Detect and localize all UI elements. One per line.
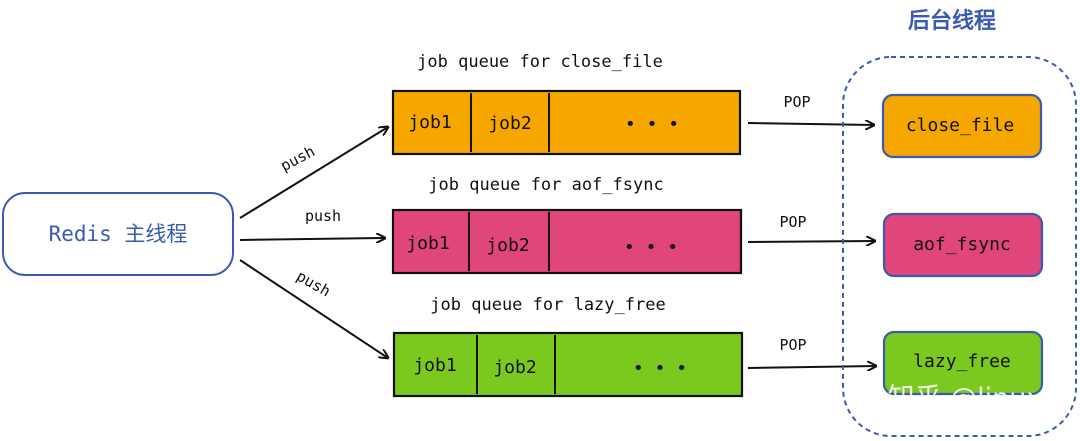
worker-lazy-free <box>882 330 1044 396</box>
worker-close-file <box>881 93 1043 159</box>
job-slot-2: job2 <box>488 113 531 134</box>
pop-label-2: POP <box>779 213 806 231</box>
queue-aof-fsync: job queue for aof_fsync job1 job2 • • • <box>391 175 743 275</box>
pop-label-1: POP <box>783 93 810 111</box>
queue-bar <box>391 208 743 275</box>
more-jobs-ellipsis: • • • <box>624 237 678 258</box>
zhihu-watermark: 知乎 @linux <box>888 383 1043 414</box>
queue-bar <box>392 331 744 398</box>
main-thread-label: Redis 主线程 <box>49 222 188 246</box>
job-slot-1: job1 <box>408 112 451 133</box>
background-thread-boundary <box>842 56 1077 437</box>
queue-bar <box>391 89 742 156</box>
pop-arrows: POP POP POP <box>747 93 876 368</box>
job-slot-2: job2 <box>493 357 536 378</box>
pop-arrow-lazy-free <box>747 366 876 368</box>
more-jobs-ellipsis: • • • <box>625 114 679 135</box>
pop-arrow-close-file <box>747 123 874 125</box>
pop-label-3: POP <box>779 336 806 354</box>
queue-lazy-free: job queue for lazy_free job1 job2 • • • <box>392 295 744 398</box>
queue-title: job queue for aof_fsync <box>428 175 663 195</box>
queue-close-file: job queue for close_file job1 job2 • • • <box>391 52 742 156</box>
queue-title: job queue for close_file <box>417 52 663 72</box>
pop-arrow-aof-fsync <box>747 241 875 242</box>
push-arrow-aof-fsync <box>239 238 385 240</box>
worker-aof-fsync <box>882 212 1044 278</box>
worker-lazy-free-label: lazy_free <box>913 351 1011 372</box>
job-slot-1: job1 <box>413 355 456 376</box>
job-slot-1: job1 <box>406 233 449 254</box>
push-label-3: push <box>293 267 333 301</box>
push-label-2: push <box>305 207 341 225</box>
queue-title: job queue for lazy_free <box>430 295 665 315</box>
push-arrow-close-file <box>239 127 388 219</box>
main-thread-node: Redis 主线程 <box>2 192 234 276</box>
background-thread-group: 后台线程 close_file aof_fsync lazy_free <box>842 8 1077 437</box>
worker-close-file-label: close_file <box>906 115 1014 136</box>
worker-aof-fsync-label: aof_fsync <box>913 234 1011 255</box>
push-arrow-lazy-free <box>239 259 388 358</box>
push-label-1: push <box>277 142 317 175</box>
more-jobs-ellipsis: • • • <box>633 358 687 379</box>
push-arrows: push push push <box>239 127 388 358</box>
job-slot-2: job2 <box>486 235 529 256</box>
background-thread-title: 后台线程 <box>908 8 996 34</box>
